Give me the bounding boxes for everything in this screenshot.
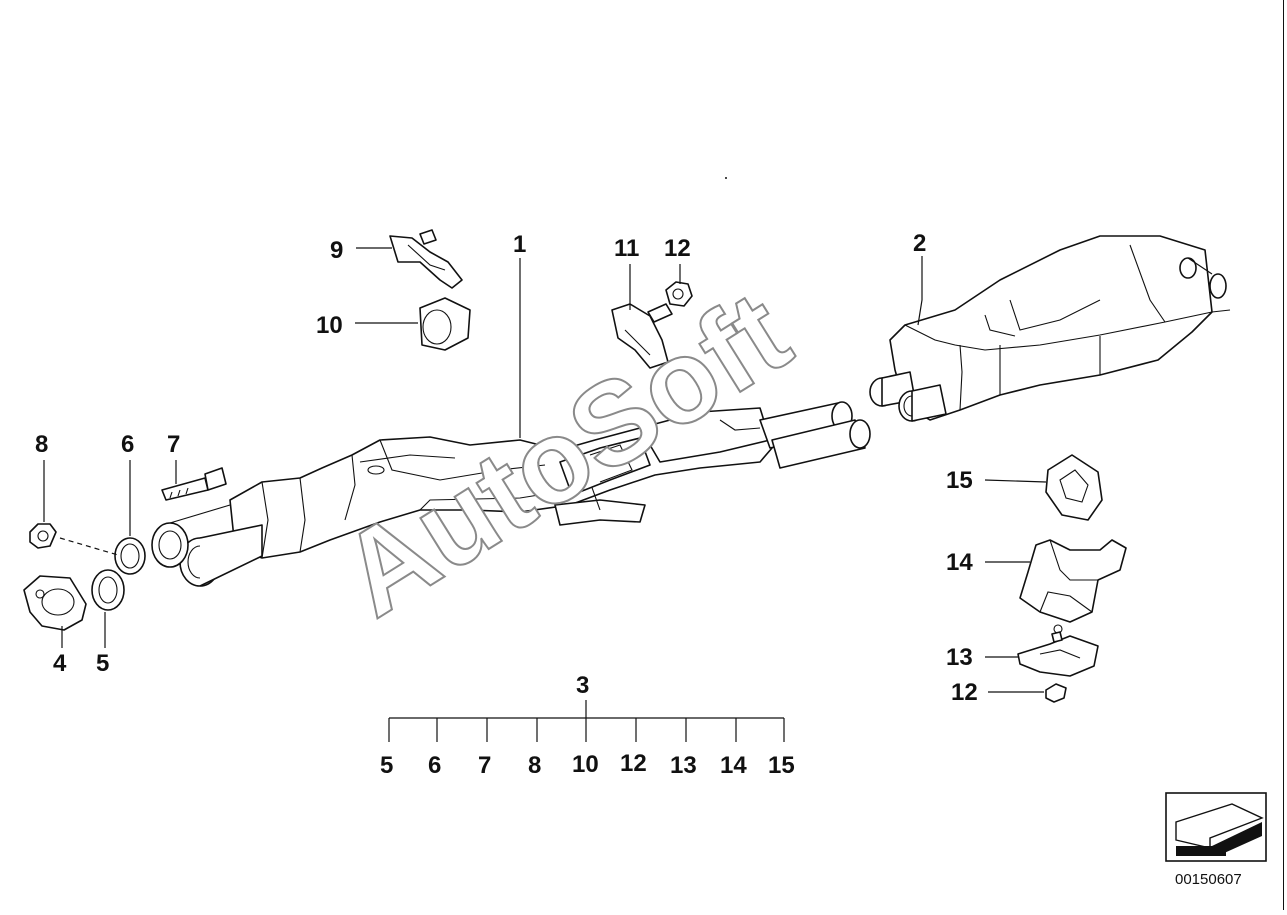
kit-member: 14 [720, 752, 747, 779]
kit-member: 7 [478, 752, 491, 779]
flange-4 [23, 575, 87, 631]
rear-muffler [869, 235, 1231, 422]
callout-3: 3 [576, 672, 589, 699]
bolt-7 [161, 467, 227, 501]
callout-8: 8 [35, 431, 48, 458]
callout-13: 13 [946, 644, 973, 671]
callout-12-top: 12 [664, 235, 691, 262]
callout-15: 15 [946, 467, 973, 494]
reference-number: 00150607 [1175, 871, 1242, 888]
nut-12-bottom [1045, 683, 1067, 703]
right-frame-line [1283, 0, 1284, 910]
callout-12-bottom: 12 [951, 679, 978, 706]
nut-12-top [665, 281, 693, 307]
kit-group-bracket [388, 700, 785, 742]
bracket-14 [1019, 539, 1127, 634]
callout-5: 5 [96, 650, 109, 677]
ring-5 [91, 569, 125, 611]
leader-lines [43, 247, 1047, 693]
kit-member: 13 [670, 752, 697, 779]
callout-7: 7 [167, 431, 180, 458]
clamp-11 [611, 303, 673, 369]
callout-2: 2 [913, 230, 926, 257]
kit-member-labels: 5 6 7 8 10 12 13 14 15 [380, 750, 795, 779]
callout-1: 1 [513, 231, 526, 258]
nut-8 [29, 523, 57, 549]
bracket-13 [1017, 631, 1099, 677]
front-pipe-assembly [151, 401, 871, 587]
ring-6 [114, 537, 146, 575]
kit-member: 12 [620, 750, 647, 777]
callout-4: 4 [53, 650, 67, 677]
rubber-mount-15 [1045, 454, 1103, 521]
kit-member: 10 [572, 751, 599, 778]
kit-member: 5 [380, 752, 393, 779]
kit-member: 8 [528, 752, 541, 779]
orientation-box [1165, 792, 1267, 862]
callout-6: 6 [121, 431, 134, 458]
kit-member: 6 [428, 752, 441, 779]
kit-member: 15 [768, 752, 795, 779]
rubber-ring-10 [419, 297, 471, 351]
callout-11: 11 [614, 235, 639, 262]
callout-9: 9 [330, 237, 343, 264]
callout-14: 14 [946, 549, 973, 576]
vehicle-orientation-icon [1175, 803, 1264, 856]
clamp-9 [389, 229, 463, 289]
callout-10: 10 [316, 312, 343, 339]
callout-labels: 1 2 3 4 5 6 7 8 9 10 11 12 12 13 14 15 [35, 230, 978, 706]
